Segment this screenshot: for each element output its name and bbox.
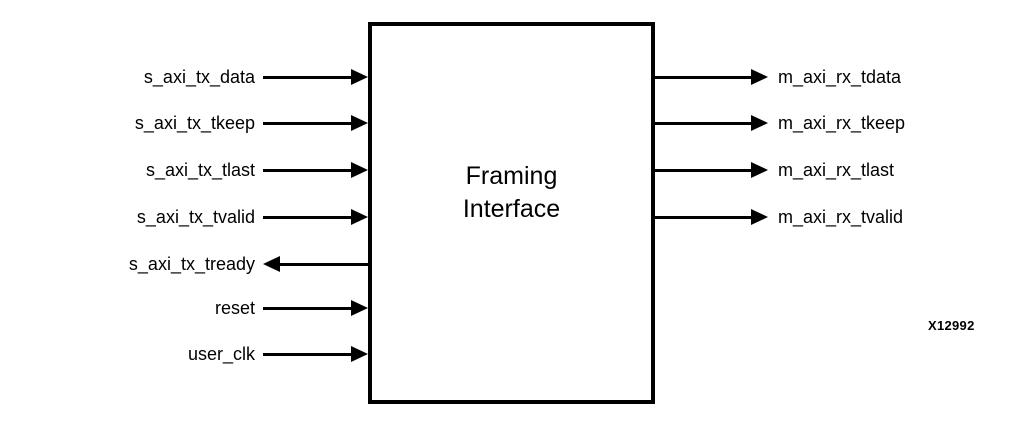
signal-label: m_axi_rx_tlast: [778, 160, 895, 180]
arrow-right-icon: [351, 162, 368, 178]
signal-wire: [280, 262, 368, 266]
signal-wire: [655, 121, 751, 125]
signal-label: s_axi_tx_tready: [128, 254, 255, 274]
arrow-right-icon: [751, 115, 768, 131]
signal-label: user_clk: [187, 344, 255, 364]
signal-wire: [263, 168, 351, 172]
output-wire: [655, 204, 768, 230]
input-wire: [263, 341, 368, 367]
input-wire: [263, 64, 368, 90]
output-wire: [655, 64, 768, 90]
input-wire: [263, 204, 368, 230]
signal-row-s-axi-tx-tkeep: s_axi_tx_tkeep: [0, 110, 368, 136]
signal-row-s-axi-tx-tvalid: s_axi_tx_tvalid: [0, 204, 368, 230]
block-label: Framing Interface: [462, 162, 561, 223]
signal-label: s_axi_tx_tvalid: [136, 207, 255, 227]
figure-id-label: X12992: [928, 318, 975, 333]
signal-row-m-axi-rx-tlast: m_axi_rx_tlast: [655, 157, 1019, 183]
framing-interface-block: [368, 22, 655, 404]
arrow-right-icon: [351, 346, 368, 362]
signal-wire: [263, 75, 351, 79]
input-wire: [263, 295, 368, 321]
signal-label: s_axi_tx_tkeep: [134, 113, 255, 133]
output-wire: [655, 110, 768, 136]
arrow-right-icon: [351, 69, 368, 85]
arrow-right-icon: [751, 209, 768, 225]
signal-wire: [263, 306, 351, 310]
signal-wire: [263, 121, 351, 125]
signal-wire: [655, 168, 751, 172]
arrow-right-icon: [351, 209, 368, 225]
signal-label: m_axi_rx_tvalid: [778, 207, 904, 227]
arrow-right-icon: [751, 162, 768, 178]
arrow-right-icon: [351, 300, 368, 316]
signal-label: s_axi_tx_data: [143, 67, 255, 87]
signal-row-m-axi-rx-tkeep: m_axi_rx_tkeep: [655, 110, 1019, 136]
signal-label: m_axi_rx_tdata: [778, 67, 902, 87]
arrow-right-icon: [351, 115, 368, 131]
arrow-right-icon: [751, 69, 768, 85]
signal-wire: [263, 352, 351, 356]
signal-label: s_axi_tx_tlast: [145, 160, 255, 180]
signal-row-s-axi-tx-data: s_axi_tx_data: [0, 64, 368, 90]
signal-label: reset: [214, 298, 255, 318]
signal-label: m_axi_rx_tkeep: [778, 113, 906, 133]
signal-row-reset: reset: [0, 295, 368, 321]
signal-wire: [655, 75, 751, 79]
signal-wire: [263, 215, 351, 219]
input-wire: [263, 157, 368, 183]
signal-row-m-axi-rx-tdata: m_axi_rx_tdata: [655, 64, 1019, 90]
signal-row-user-clk: user_clk: [0, 341, 368, 367]
output-wire: [263, 251, 368, 277]
signal-row-s-axi-tx-tready: s_axi_tx_tready: [0, 251, 368, 277]
arrow-left-icon: [263, 256, 280, 272]
output-wire: [655, 157, 768, 183]
signal-row-m-axi-rx-tvalid: m_axi_rx_tvalid: [655, 204, 1019, 230]
signal-wire: [655, 215, 751, 219]
signal-row-s-axi-tx-tlast: s_axi_tx_tlast: [0, 157, 368, 183]
input-wire: [263, 110, 368, 136]
